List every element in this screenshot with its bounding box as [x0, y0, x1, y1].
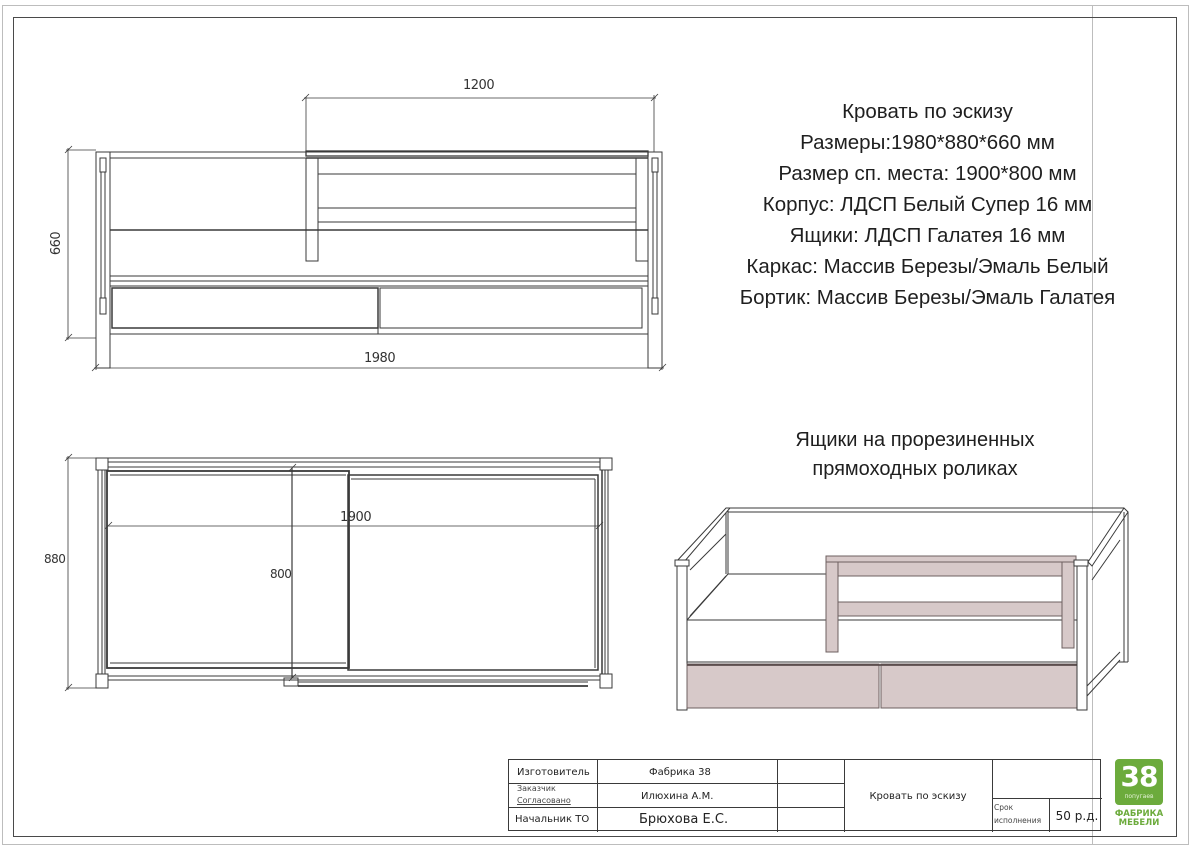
product-name: Кровать по эскизу: [869, 790, 967, 802]
perspective-caption: Ящики на прорезиненных прямоходных ролик…: [720, 426, 1110, 484]
dim-height: 660: [49, 231, 65, 256]
perspective-view: [674, 507, 1129, 711]
spec-body: Корпус: ЛДСП Белый Супер 16 мм: [762, 193, 1093, 216]
dim-sleep-width: 800: [270, 567, 292, 581]
deadline-label-2: исполнения: [994, 815, 1042, 825]
logo-line-1: ФАБРИКА: [1114, 809, 1164, 819]
spec-drawers: Ящики: ЛДСП Галатея 16 мм: [789, 224, 1066, 247]
logo-text: ФАБРИКА МЕБЕЛИ: [1114, 810, 1164, 828]
manufacturer-value: Фабрика 38: [649, 766, 711, 778]
head-label: Начальник ТО: [515, 814, 590, 825]
company-logo: 38 попугаев ФАБРИКА МЕБЕЛИ: [1114, 759, 1164, 831]
logo-line-2: МЕБЕЛИ: [1118, 818, 1160, 828]
spec-rail: Бортик: Массив Березы/Эмаль Галатея: [739, 286, 1116, 309]
dim-rail-length: 1200: [463, 78, 495, 93]
drawing-frame: [13, 17, 1177, 837]
approved-label: Согласовано: [517, 795, 571, 805]
caption-line-1: Ящики на прорезиненных: [795, 429, 1035, 451]
spec-frame: Каркас: Массив Березы/Эмаль Белый: [746, 255, 1109, 278]
dim-width: 1980: [364, 351, 396, 366]
logo-subtitle: попугаев: [1124, 793, 1154, 800]
sheet-outer-border: [2, 5, 1093, 845]
approved-value: Илюхина А.М.: [641, 790, 714, 802]
specification-block: Кровать по эскизу Размеры:1980*880*660 м…: [705, 96, 1150, 313]
sheet-outer-border-right: [1090, 5, 1189, 845]
deadline-label-1: Срок: [994, 802, 1014, 812]
spec-dimensions: Размеры:1980*880*660 мм: [800, 131, 1055, 154]
title-block: Изготовитель Фабрика 38 Заказчик Согласо…: [508, 759, 1102, 832]
dim-depth: 880: [44, 552, 66, 566]
manufacturer-label: Изготовитель: [517, 766, 590, 778]
spec-title: Кровать по эскизу: [842, 100, 1013, 123]
caption-line-2: прямоходных роликах: [812, 458, 1018, 480]
dim-sleep-length: 1900: [340, 510, 372, 525]
logo-number: 38: [1120, 760, 1159, 793]
top-view: [64, 453, 613, 692]
customer-label: Заказчик: [517, 784, 556, 793]
head-value: Брюхова Е.С.: [639, 812, 729, 827]
deadline-value: 50 р.д.: [1055, 809, 1099, 823]
front-view: [64, 93, 667, 372]
spec-sleep-size: Размер сп. места: 1900*800 мм: [778, 162, 1077, 185]
logo-badge: 38 попугаев: [1115, 759, 1163, 805]
